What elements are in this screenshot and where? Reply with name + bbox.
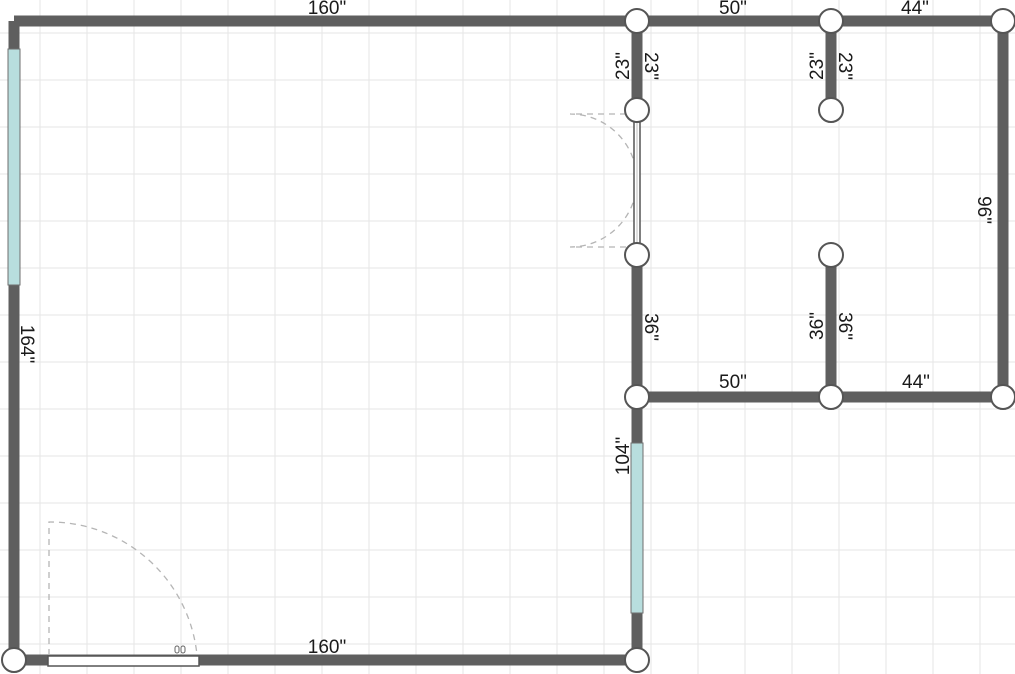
- window-icon[interactable]: [7, 48, 21, 286]
- door-icon[interactable]: [569, 111, 641, 250]
- dim-stub-upper-right: 23": [834, 52, 855, 80]
- wall-joint-icon[interactable]: [990, 384, 1015, 410]
- dim-partition-upper-right: 23": [640, 52, 661, 80]
- wall-joint-icon[interactable]: [818, 8, 844, 34]
- dim-partition-upper-left: 23": [613, 52, 634, 80]
- wall-joints: [1, 8, 1015, 673]
- dim-inner-44: 44": [902, 372, 930, 393]
- dim-right: 96": [973, 196, 994, 224]
- windows: [7, 48, 644, 614]
- walls: [8, 15, 1009, 666]
- wall-joint-icon[interactable]: [624, 8, 650, 34]
- wall-joint-icon[interactable]: [624, 647, 650, 673]
- doors: [47, 111, 641, 667]
- dim-partition-104: 104": [613, 437, 634, 475]
- wall-joint-icon[interactable]: [818, 242, 844, 268]
- wall-joint-icon[interactable]: [1, 647, 27, 673]
- dim-stub-lower-left: 36": [807, 312, 828, 340]
- wall-joint-icon[interactable]: [818, 97, 844, 123]
- dim-bottom: 160": [308, 637, 346, 658]
- dim-top-middle: 50": [719, 0, 747, 19]
- window-icon[interactable]: [630, 442, 644, 614]
- dim-stub-upper-left: 23": [807, 52, 828, 80]
- dim-inner-50: 50": [719, 372, 747, 393]
- wall-joint-icon[interactable]: [818, 384, 844, 410]
- dim-partition-lower: 36": [640, 313, 661, 341]
- dim-top-right: 44": [901, 0, 929, 19]
- wall-joint-icon[interactable]: [624, 97, 650, 123]
- wall-joint-icon[interactable]: [624, 242, 650, 268]
- dim-stub-lower-right: 36": [834, 312, 855, 340]
- dimension-labels: 160" 50" 44" 50" 44" 160" 164" 96" 23" 2…: [16, 0, 994, 658]
- dim-left: 164": [16, 325, 37, 363]
- wall-joint-icon[interactable]: [990, 8, 1015, 34]
- wall-joint-icon[interactable]: [624, 384, 650, 410]
- door-icon[interactable]: [47, 521, 200, 667]
- dim-top-left: 160": [308, 0, 346, 19]
